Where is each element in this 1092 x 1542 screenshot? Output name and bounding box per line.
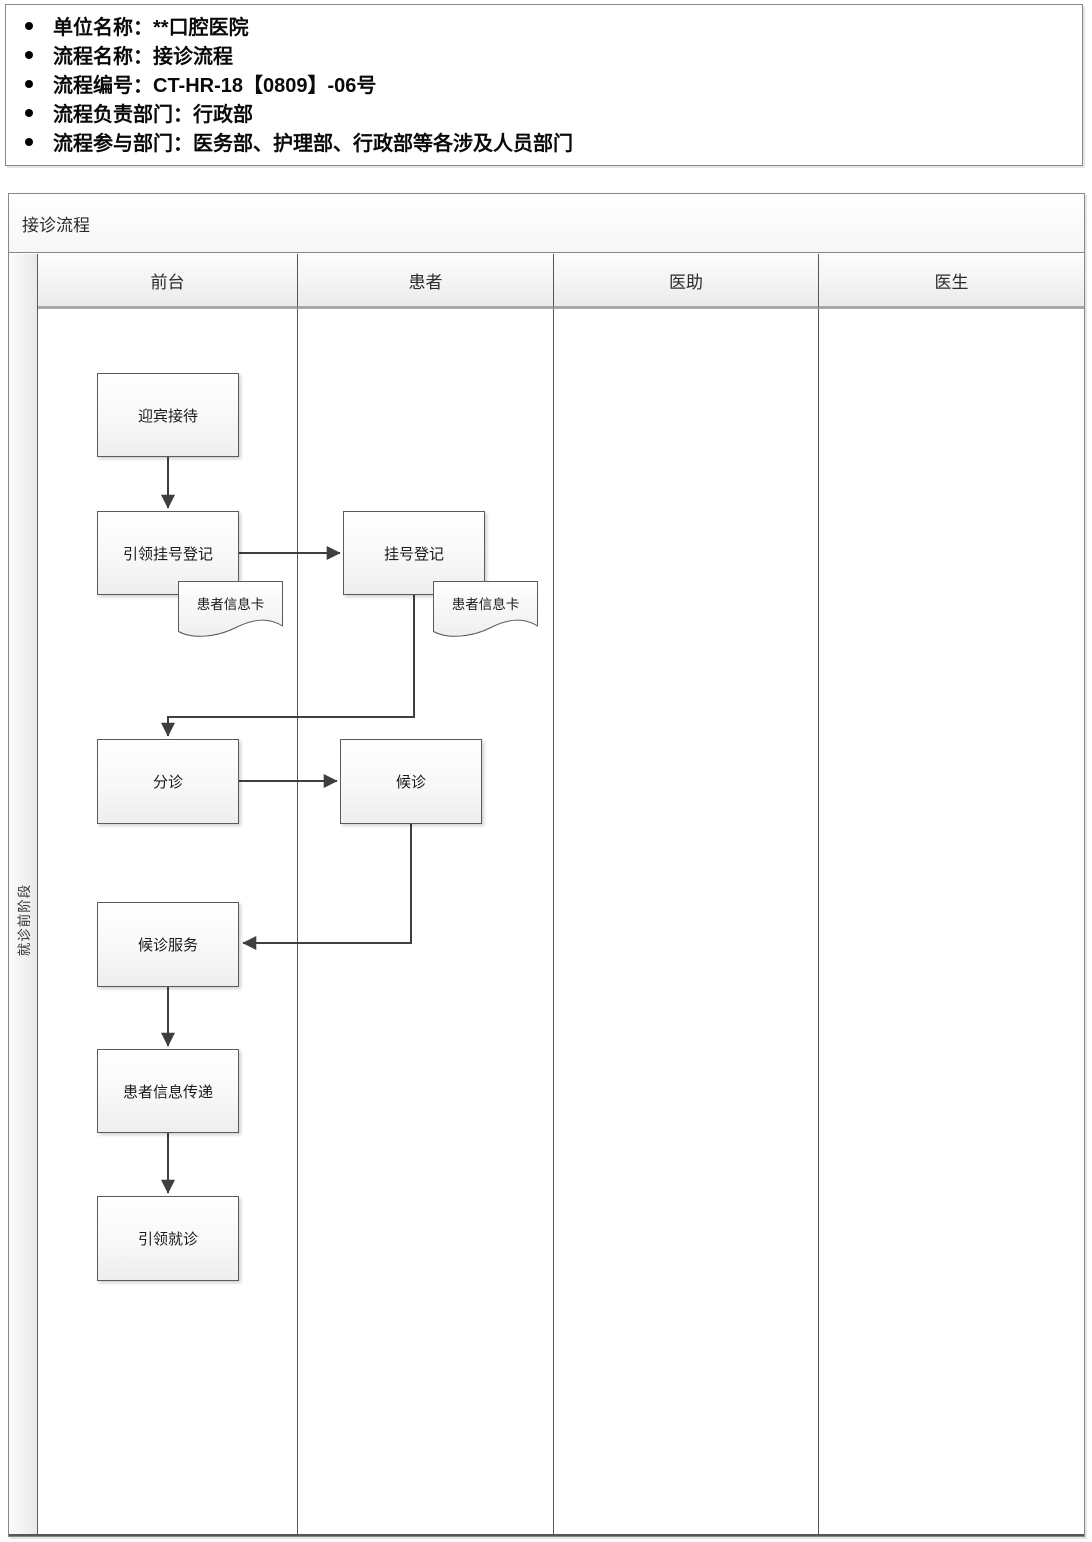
- bullet-icon: [25, 79, 33, 88]
- stage-label: 就诊前阶段: [17, 883, 32, 957]
- info-process-number: 流程编号：CT-HR-18【0809】-06号: [53, 75, 377, 97]
- flowchart-title-bar: 接诊流程: [9, 194, 1084, 253]
- node-label: 分诊: [152, 774, 183, 791]
- node-label: 候诊: [395, 774, 426, 791]
- process-info-panel: 单位名称：**口腔医院 流程名称：接诊流程 流程编号：CT-HR-18【0809…: [5, 4, 1083, 166]
- flowchart-title: 接诊流程: [22, 215, 90, 235]
- lane-header-label: 患者: [408, 272, 443, 292]
- list-item: 单位名称：**口腔医院: [16, 11, 1082, 40]
- bullet-icon: [25, 108, 33, 117]
- node-guide-to-visit: 引领就诊: [97, 1196, 239, 1281]
- bullet-icon: [25, 137, 33, 146]
- bullet-icon: [25, 50, 33, 59]
- lane-header-front-desk: 前台: [38, 254, 298, 309]
- process-info-list: 单位名称：**口腔医院 流程名称：接诊流程 流程编号：CT-HR-18【0809…: [6, 5, 1082, 156]
- node-label: 挂号登记: [383, 545, 444, 563]
- list-item: 流程参与部门：医务部、护理部、行政部等各涉及人员部门: [16, 127, 1082, 156]
- info-responsible-dept: 流程负责部门：行政部: [53, 104, 253, 126]
- lane-header-doctor: 医生: [819, 254, 1084, 309]
- document-shape-icon: [433, 581, 538, 637]
- lane-divider: [297, 309, 298, 1536]
- node-waiting: 候诊: [340, 739, 482, 824]
- node-label: 候诊服务: [137, 937, 198, 954]
- lane-header-label: 医助: [669, 272, 703, 292]
- info-participating-depts: 流程参与部门：医务部、护理部、行政部等各涉及人员部门: [53, 133, 573, 155]
- chart-bottom-border: [9, 1534, 1084, 1536]
- node-label: 引领挂号登记: [122, 545, 213, 563]
- list-item: 流程名称：接诊流程: [16, 40, 1082, 69]
- list-item: 流程负责部门：行政部: [16, 98, 1082, 127]
- node-welcome-reception: 迎宾接待: [97, 373, 239, 457]
- lane-divider: [818, 309, 819, 1536]
- node-triage: 分诊: [97, 739, 239, 824]
- connector-waiting-to-waiting-service: [242, 824, 412, 950]
- document-patient-info-card: 患者信息卡: [433, 581, 538, 643]
- stage-strip: 就诊前阶段: [9, 254, 38, 1536]
- document-label: 患者信息卡: [196, 597, 265, 612]
- info-unit-name: 单位名称：**口腔医院: [53, 17, 249, 39]
- bullet-icon: [25, 21, 33, 30]
- lane-header-label: 前台: [150, 272, 185, 292]
- document-patient-info-card: 患者信息卡: [178, 581, 283, 643]
- info-process-name: 流程名称：接诊流程: [53, 46, 233, 68]
- node-label: 患者信息传递: [122, 1083, 213, 1101]
- node-label: 引领就诊: [137, 1231, 198, 1248]
- lane-header-patient: 患者: [298, 254, 554, 309]
- flowchart-panel: 接诊流程 就诊前阶段 前台 患者 医助 医生: [8, 193, 1085, 1537]
- node-label: 迎宾接待: [137, 407, 198, 425]
- list-item: 流程编号：CT-HR-18【0809】-06号: [16, 69, 1082, 98]
- document-label: 患者信息卡: [451, 597, 520, 612]
- lane-header-label: 医生: [934, 272, 969, 292]
- lane-divider: [553, 309, 554, 1536]
- lane-header-medical-assistant: 医助: [554, 254, 819, 309]
- node-waiting-service: 候诊服务: [97, 902, 239, 987]
- node-patient-info-transfer: 患者信息传递: [97, 1049, 239, 1133]
